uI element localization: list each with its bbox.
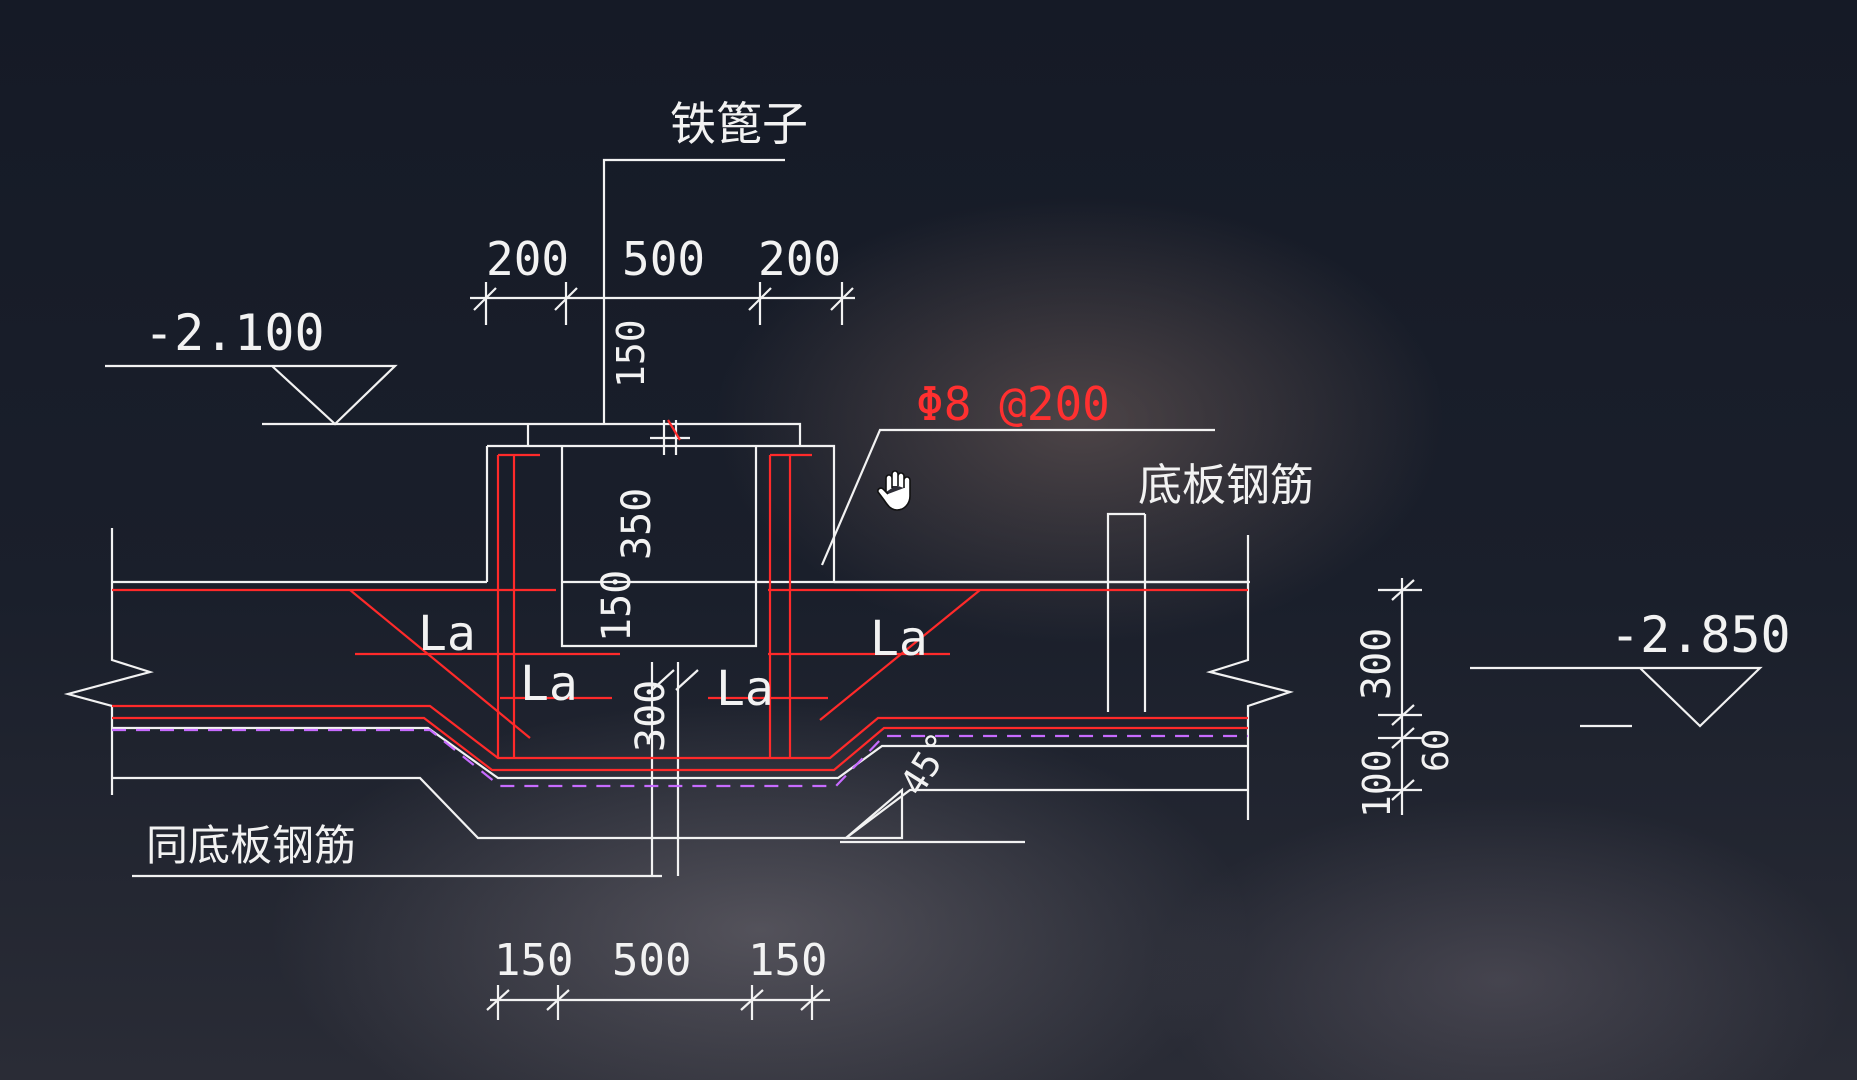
dim-v350: 350 — [614, 488, 660, 560]
bottom-rebar-leader-1 — [1106, 512, 1145, 712]
anchor-label-3: La — [520, 656, 578, 712]
pit-inner — [560, 446, 758, 648]
elevation-bottom: -2.850 — [1610, 606, 1791, 664]
dim-bottom-mid: 500 — [612, 935, 691, 986]
top-dim-slashes — [473, 287, 854, 311]
elev-bottom-symbol — [1470, 666, 1763, 728]
dim-right-100: 100 — [1355, 749, 1399, 818]
angle-label: 45° — [893, 726, 962, 803]
rebar-pit-left — [496, 455, 516, 758]
pit-rim — [487, 444, 836, 582]
right-dim-ticks — [1378, 588, 1422, 792]
bottom-dim-slashes — [486, 989, 824, 1011]
cushion-line — [112, 776, 1248, 840]
same-bottom-rebar-label: 同底板钢筋 — [146, 821, 356, 870]
dim-v150-mid: 150 — [594, 570, 640, 642]
dim-v300-mid: 300 — [628, 680, 674, 752]
dim-right-300: 300 — [1354, 628, 1400, 700]
bottom-dim-ticks — [496, 985, 814, 1020]
waterproof-layer — [112, 728, 1248, 788]
rebar-bottom-2 — [112, 716, 1248, 772]
dim-top-left: 200 — [486, 232, 569, 286]
dim-bottom-right: 150 — [748, 935, 827, 986]
waterproof-dash — [112, 728, 1248, 788]
base-line — [132, 840, 1025, 878]
rebar-bottom-main — [112, 704, 1248, 760]
structure-lines — [63, 158, 1763, 1020]
bottom-rebar-label: 底板钢筋 — [1138, 460, 1314, 511]
hand-cursor-icon — [877, 470, 911, 511]
slab-bottom-line — [112, 726, 1248, 780]
rebar-spec: Φ8 @200 — [916, 377, 1110, 431]
right-dim-slashes — [1391, 579, 1415, 801]
cage-label: 铁篦子 — [670, 97, 808, 151]
dim-bottom-left: 150 — [494, 935, 573, 986]
anchor-label-4: La — [716, 661, 774, 717]
dim-top-right: 200 — [758, 232, 841, 286]
rebar-diag-left — [349, 589, 531, 739]
elev-top-symbol — [105, 364, 398, 426]
grate-top — [528, 422, 802, 446]
rebar-pit-right — [768, 455, 792, 758]
dim-top-mid: 500 — [622, 232, 705, 286]
elevation-top: -2.100 — [144, 304, 325, 362]
anchor-label-1: La — [418, 606, 476, 662]
break-line-left — [63, 528, 154, 795]
rebar-lines — [112, 419, 1248, 772]
dim-right-60: 60 — [1416, 729, 1457, 772]
break-line-right — [1205, 535, 1294, 820]
angle-triangle — [843, 787, 904, 840]
cage-leader — [602, 158, 785, 424]
anchor-label-2: La — [870, 611, 928, 667]
top-dim-ticks — [484, 282, 844, 325]
dim-v150-top: 150 — [609, 319, 653, 388]
rebar-tie — [667, 419, 681, 441]
vref-slashes — [651, 669, 699, 691]
small-dim-top — [650, 420, 690, 455]
rebar-spec-leader — [820, 428, 1215, 566]
